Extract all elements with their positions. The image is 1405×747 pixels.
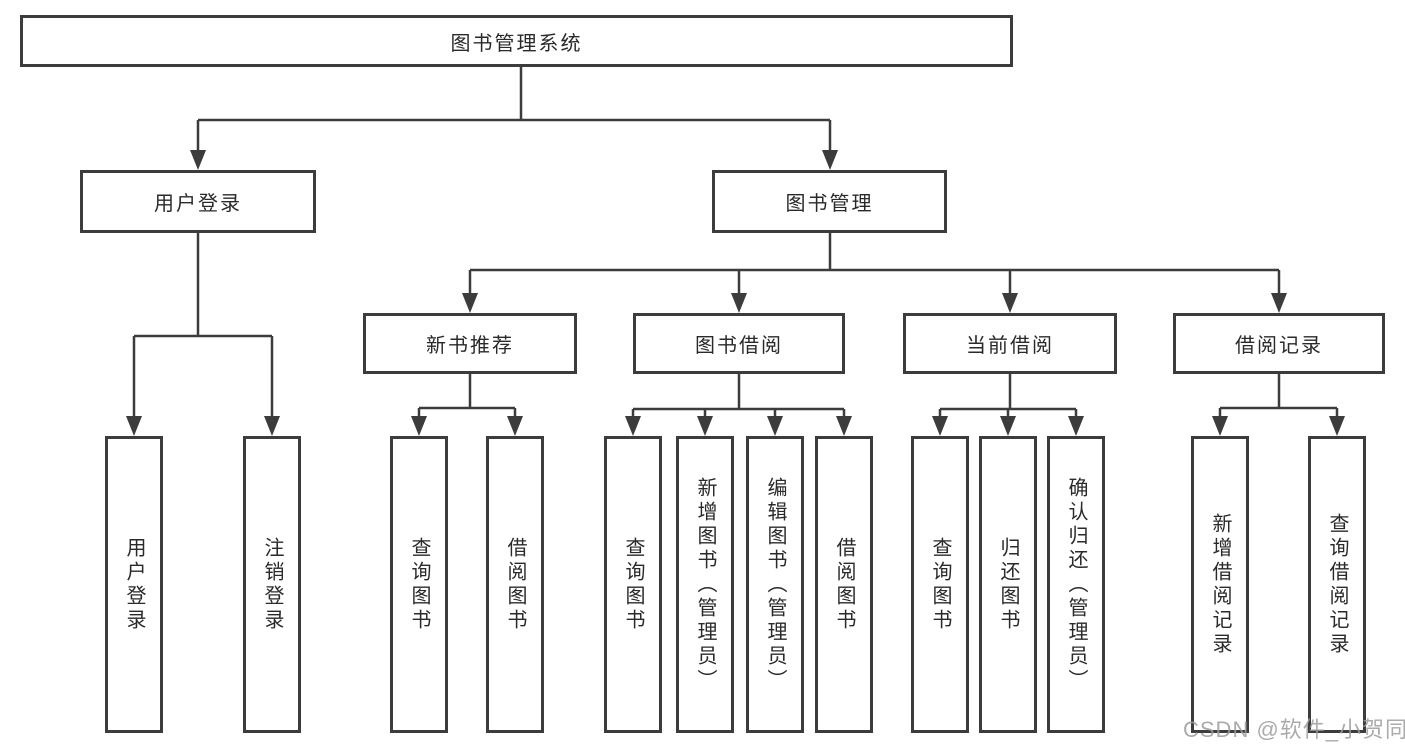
node-label: 新书推荐 <box>426 335 514 357</box>
node-label: 查询图书 <box>408 536 430 633</box>
node-label: 查询图书 <box>929 536 951 633</box>
leaf-user-login: 用户登录 <box>105 436 163 733</box>
leaf-bb-add-books-admin: 新增图书（管理员） <box>676 436 734 733</box>
node-label: 编辑图书（管理员） <box>764 476 786 693</box>
leaf-bb-edit-books-admin: 编辑图书（管理员） <box>746 436 804 733</box>
leaf-logout: 注销登录 <box>243 436 301 733</box>
leaf-nb-borrow-books: 借阅图书 <box>486 436 544 733</box>
leaf-bb-query-books: 查询图书 <box>604 436 662 733</box>
node-book-management: 图书管理 <box>712 170 947 233</box>
node-label: 注销登录 <box>261 536 283 633</box>
node-borrowing-records: 借阅记录 <box>1173 313 1385 374</box>
watermark: CSDN @软件_小贺同学 <box>1183 717 1405 742</box>
node-label: 归还图书 <box>997 536 1019 633</box>
leaf-cb-return-books: 归还图书 <box>979 436 1037 733</box>
node-current-borrowing: 当前借阅 <box>903 313 1117 374</box>
node-label: 图书借阅 <box>695 335 783 357</box>
node-label: 借阅图书 <box>833 536 855 633</box>
node-label: 用户登录 <box>154 193 242 215</box>
node-label: 新增图书（管理员） <box>694 476 716 693</box>
leaf-bb-borrow-books: 借阅图书 <box>815 436 873 733</box>
node-label: 图书管理 <box>785 193 874 215</box>
node-label: 借阅记录 <box>1235 335 1323 357</box>
node-label: 当前借阅 <box>966 335 1054 357</box>
node-library-management-system: 图书管理系统 <box>20 15 1013 67</box>
leaf-cb-query-books: 查询图书 <box>911 436 969 733</box>
arrowheads <box>126 150 1345 436</box>
node-label: 查询图书 <box>622 536 644 633</box>
node-label: 图书管理系统 <box>450 32 583 55</box>
leaf-nb-query-books: 查询图书 <box>390 436 448 733</box>
node-new-book-recommend: 新书推荐 <box>363 313 577 374</box>
node-label: 确认归还（管理员） <box>1065 476 1087 693</box>
node-book-borrowing: 图书借阅 <box>633 313 845 374</box>
leaf-br-query-record: 查询借阅记录 <box>1308 436 1366 733</box>
node-label: 借阅图书 <box>504 536 526 633</box>
node-label: 用户登录 <box>123 536 145 633</box>
node-label: 新增借阅记录 <box>1209 512 1231 657</box>
node-label: 查询借阅记录 <box>1326 512 1348 657</box>
leaf-cb-confirm-return-admin: 确认归还（管理员） <box>1047 436 1105 733</box>
leaf-br-add-record: 新增借阅记录 <box>1191 436 1249 733</box>
node-user-login: 用户登录 <box>80 170 316 233</box>
